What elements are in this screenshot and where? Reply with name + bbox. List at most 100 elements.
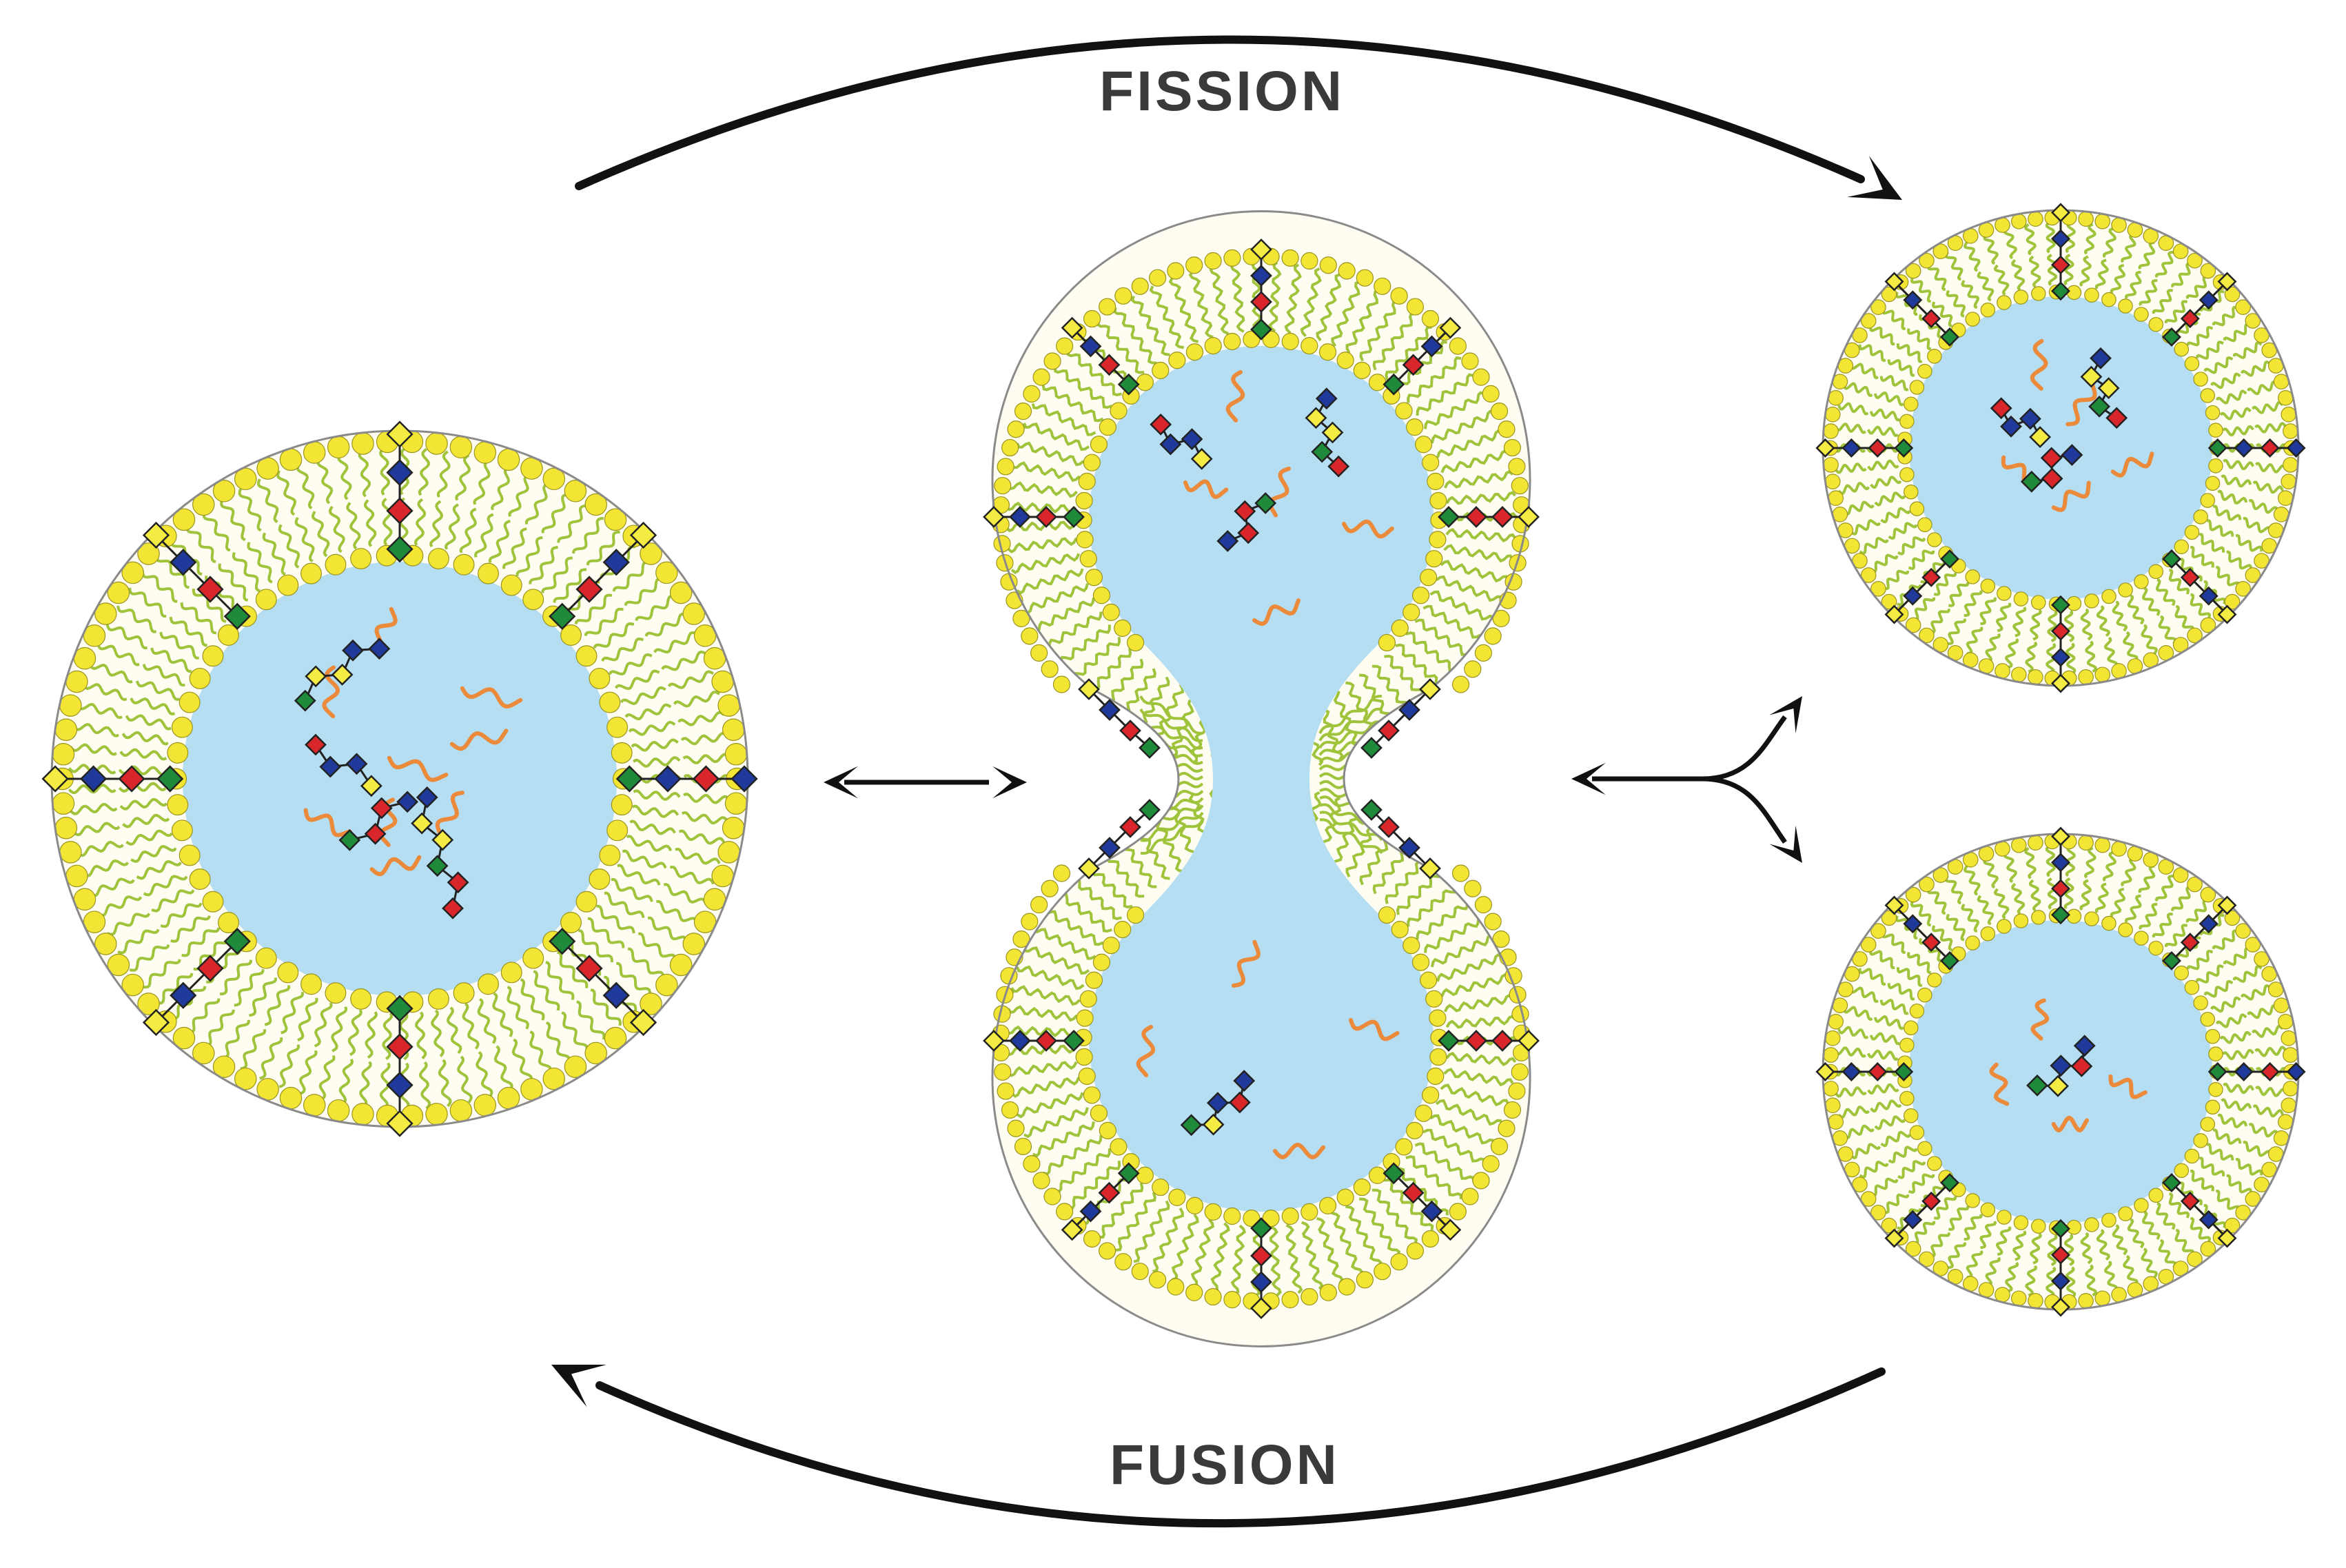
lipid-tail bbox=[218, 563, 249, 602]
lipid-head-inner bbox=[1126, 633, 1145, 652]
chain-bead bbox=[431, 828, 454, 851]
chain-bead bbox=[1842, 1062, 1861, 1081]
chain-bead bbox=[1842, 438, 1861, 458]
lipid-head-inner bbox=[1903, 485, 1919, 500]
lipid-head-outer bbox=[584, 493, 607, 516]
fusion-arrow-shaft bbox=[595, 1367, 1886, 1528]
lipid-head-outer bbox=[1043, 1188, 1061, 1205]
lipid-tail bbox=[89, 877, 135, 897]
lipid-head-outer bbox=[1406, 298, 1425, 316]
chain-bead bbox=[2234, 438, 2254, 458]
lipid-tail bbox=[1068, 1161, 1121, 1210]
lipid-head-inner bbox=[2208, 1082, 2223, 1097]
lipid-tail bbox=[1837, 482, 1870, 496]
lipid-tail bbox=[2195, 340, 2224, 360]
lipid-head-inner bbox=[1099, 418, 1116, 436]
lipid-tail bbox=[2212, 929, 2239, 950]
chain-link bbox=[2170, 281, 2228, 338]
lipid-tail bbox=[1054, 624, 1111, 670]
lipid-tail bbox=[2247, 1004, 2278, 1019]
lipid-head-inner bbox=[2193, 509, 2208, 525]
chain-bead bbox=[1035, 506, 1057, 528]
lipid-head-outer bbox=[1860, 313, 1877, 329]
lipid-head-inner bbox=[1102, 603, 1120, 622]
lipid-tail bbox=[2212, 305, 2239, 327]
lipid-tail bbox=[117, 928, 160, 955]
exchange-arrowhead bbox=[824, 766, 858, 799]
lipid-head-outer bbox=[1032, 1172, 1050, 1190]
lipid-head-outer bbox=[2224, 910, 2241, 926]
lipid-head-inner bbox=[2205, 1099, 2221, 1115]
chain-bead bbox=[2199, 1210, 2218, 1230]
lipid-tail bbox=[1874, 1115, 1906, 1130]
cargo-bead-chain bbox=[1180, 1070, 1256, 1137]
chain-bead bbox=[549, 928, 576, 955]
chain-bead bbox=[2051, 1271, 2070, 1291]
chain-link bbox=[2170, 904, 2228, 962]
lipid-head-inner bbox=[2101, 915, 2116, 931]
lipid-head-inner bbox=[1429, 1048, 1447, 1066]
lipid-head-outer bbox=[1131, 1263, 1149, 1281]
lipid-head-inner bbox=[1903, 396, 1919, 411]
lipid-head-inner bbox=[2118, 298, 2133, 314]
lipid-head-outer bbox=[2224, 286, 2241, 303]
lipid-head-outer bbox=[1503, 438, 1522, 457]
lipid-head-outer bbox=[2010, 1290, 2027, 1307]
lipid-tail bbox=[2139, 279, 2158, 306]
lipid-head-outer bbox=[1482, 385, 1500, 403]
lipid-tail bbox=[1042, 611, 1103, 652]
chain-bead bbox=[2286, 1062, 2306, 1081]
lipid-tail bbox=[1842, 1006, 1873, 1021]
lipid-tail bbox=[1010, 461, 1081, 482]
chain-link bbox=[2170, 558, 2228, 615]
lipid-head-inner bbox=[1110, 402, 1128, 420]
lipid-tail bbox=[2154, 875, 2174, 902]
lipid-head-outer bbox=[1223, 1291, 1241, 1309]
lipid-tail bbox=[1429, 1114, 1496, 1146]
chain-bead bbox=[1465, 506, 1487, 528]
lipid-tail bbox=[1319, 811, 1383, 842]
lipid-tail bbox=[1897, 1159, 1926, 1179]
lipid-tail bbox=[2080, 608, 2093, 641]
cargo-squiggle bbox=[460, 686, 523, 709]
lipid-tail bbox=[2164, 924, 2188, 948]
cargo-squiggle bbox=[1136, 1025, 1156, 1077]
lipid-head-outer bbox=[2010, 666, 2027, 683]
chain-bead bbox=[2040, 447, 2063, 469]
lipid-head-inner bbox=[1425, 990, 1443, 1008]
lipid-tail bbox=[2217, 1113, 2248, 1129]
chain-bead bbox=[1491, 506, 1513, 528]
lipid-tail bbox=[1944, 252, 1963, 281]
lipid-tail bbox=[635, 594, 677, 622]
chain-bead bbox=[1061, 316, 1083, 339]
lipid-head-inner bbox=[606, 716, 629, 738]
lipid-head-inner bbox=[2084, 287, 2099, 303]
lipid-tail bbox=[2110, 263, 2126, 294]
lipid-head-outer bbox=[1490, 403, 1509, 420]
lipid-tail bbox=[119, 797, 168, 811]
lipid-tail bbox=[2185, 899, 2210, 923]
lipid-tail bbox=[624, 577, 664, 607]
lipid-tail bbox=[436, 450, 451, 498]
chain-bead bbox=[41, 765, 69, 793]
lipid-head-inner bbox=[427, 548, 449, 570]
lipid-tail bbox=[1870, 553, 1899, 573]
lipid-head-inner bbox=[325, 982, 347, 1004]
lipid-tail bbox=[2168, 1192, 2190, 1219]
membrane-bead-chain bbox=[1061, 1162, 1140, 1241]
lipid-head-outer bbox=[724, 743, 748, 766]
lipid-tail bbox=[477, 998, 497, 1044]
chain-bead bbox=[1202, 1113, 1225, 1136]
lipid-head-outer bbox=[1823, 1047, 1839, 1063]
lipid-head-outer bbox=[1823, 457, 1839, 473]
lipid-head-inner bbox=[1110, 1138, 1128, 1156]
chain-bead bbox=[1398, 837, 1420, 859]
lipid-head-outer bbox=[1007, 1119, 1025, 1137]
branch-arrow-up bbox=[1702, 715, 1787, 782]
lipid-tail bbox=[1867, 1083, 1899, 1095]
lipid-head-inner bbox=[255, 947, 277, 969]
chain-bead bbox=[1921, 933, 1941, 953]
lipid-tail bbox=[2094, 258, 2109, 289]
lipid-head-inner bbox=[522, 947, 544, 969]
lipid-head-outer bbox=[351, 1103, 374, 1126]
